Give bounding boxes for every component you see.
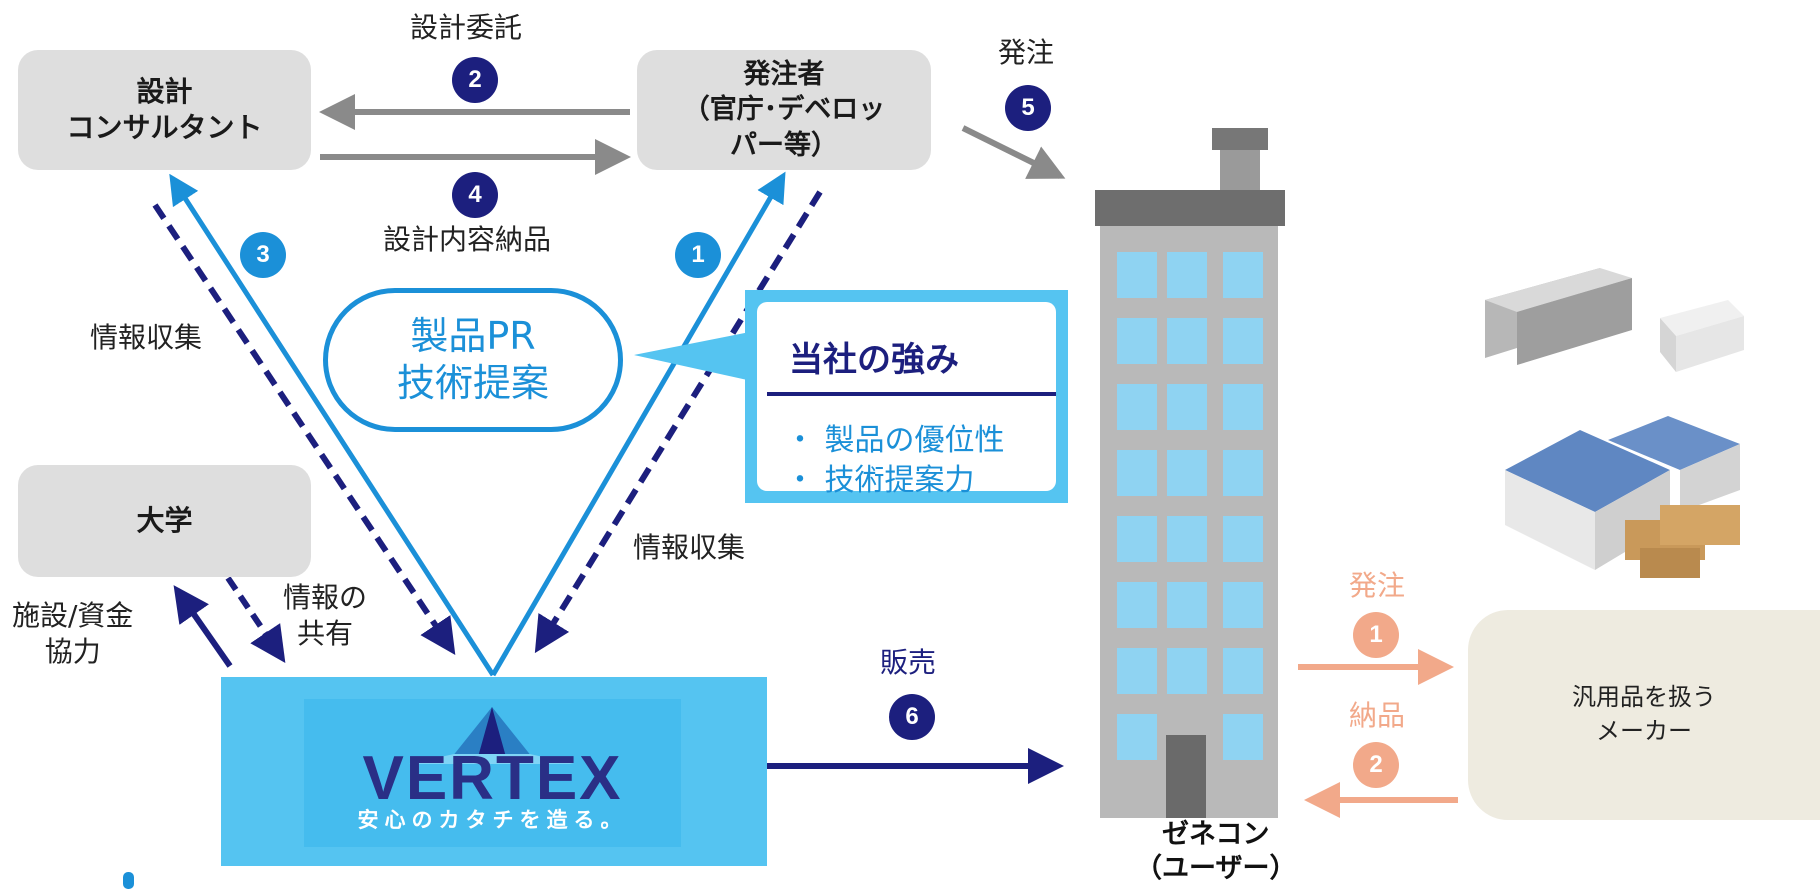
label-order-top: 発注 [998, 36, 1055, 69]
arrow-info-from-client [534, 190, 823, 654]
arrow-order-top [961, 125, 1066, 179]
badge-maker-2: 2 [1353, 742, 1399, 788]
strength-title: 当社の強み [789, 340, 959, 380]
strength-divider [767, 392, 1056, 396]
label-design-commission: 設計委託 [410, 11, 523, 44]
vertex-box: VERTEX 安心のカタチを造る。 [221, 677, 767, 866]
maker-label: 汎用品を扱う メーカー [1572, 684, 1716, 745]
label-info-share: 情報の 共有 [283, 581, 368, 651]
corner-mark [123, 872, 134, 889]
maker-box: 汎用品を扱う メーカー [1468, 610, 1820, 820]
vertex-tagline: 安心のカタチを造る。 [357, 808, 628, 832]
label-facility-funding: 施設/資金 協力 [12, 599, 134, 669]
zenecon-label: ゼネコン （ユーザー） [1135, 819, 1297, 884]
label-info-collect-right: 情報収集 [633, 531, 746, 564]
client-box: 発注者 （官庁･デベロッ パー等） [637, 50, 931, 170]
badge-maker-1: 1 [1353, 612, 1399, 658]
strength-box: 当社の強み ・ 製品の優位性 ・ 技術提案力 [745, 290, 1068, 503]
badge-2: 2 [452, 57, 498, 103]
vertex-logo-panel: VERTEX 安心のカタチを造る。 [304, 699, 681, 847]
label-info-collect-left: 情報収集 [90, 321, 203, 354]
strength-item-2: ・ 技術提案力 [785, 463, 975, 498]
label-sales: 販売 [880, 646, 937, 679]
university-box: 大学 [18, 465, 311, 577]
label-order-maker: 発注 [1349, 569, 1406, 602]
pr-bubble-text: 製品PR 技術提案 [396, 313, 549, 406]
badge-4: 4 [452, 172, 498, 218]
badge-5: 5 [1005, 85, 1051, 131]
pr-bubble: 製品PR 技術提案 [323, 288, 623, 432]
badge-3: 3 [240, 232, 286, 278]
arrow-blue-to-client [490, 171, 786, 677]
bubble-pointer [634, 328, 770, 385]
consultant-box: 設計 コンサルタント [18, 50, 311, 170]
vertex-logo-text: VERTEX [362, 744, 623, 813]
strength-item-1: ・ 製品の優位性 [785, 423, 1005, 458]
label-design-delivery: 設計内容納品 [383, 223, 552, 256]
label-delivery-maker: 納品 [1349, 699, 1406, 732]
vertex-mark-icon [409, 707, 574, 764]
badge-1: 1 [675, 232, 721, 278]
arrow-info-share [225, 576, 286, 663]
arrow-facility-funding [173, 585, 233, 668]
arrow-info-from-consultant [152, 203, 456, 655]
arrow-blue-to-consultant [169, 173, 496, 677]
badge-6: 6 [889, 694, 935, 740]
